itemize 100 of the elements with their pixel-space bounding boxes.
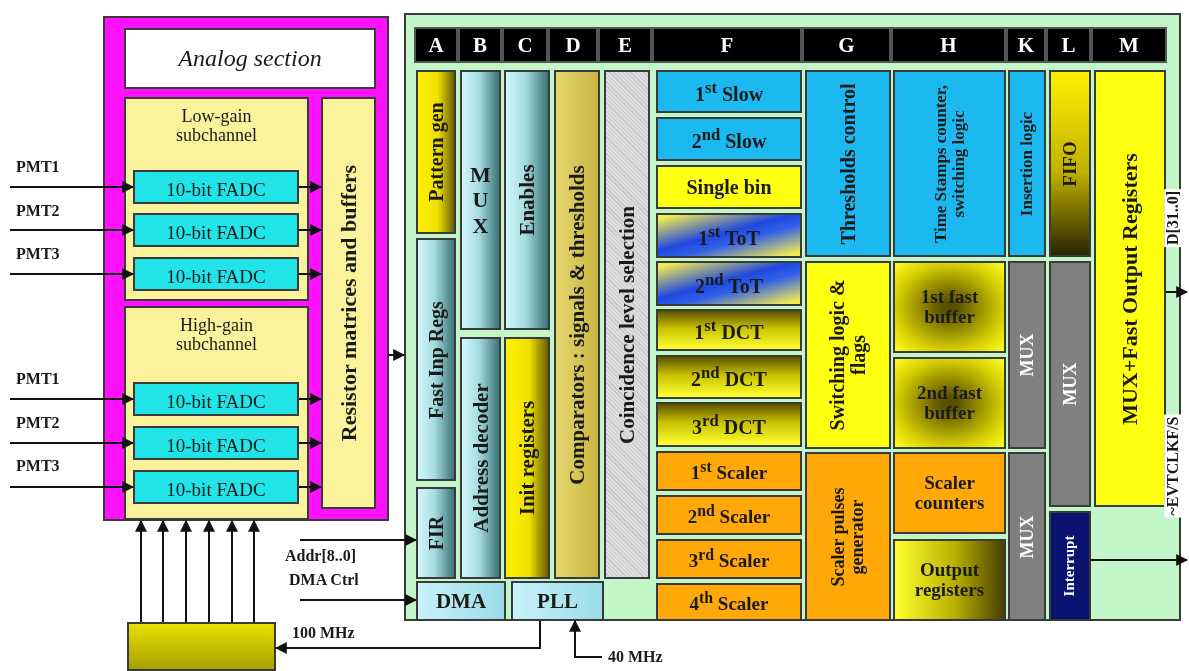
block-label: 2nd fast buffer [916,383,983,423]
block-label: MUX [469,162,492,238]
function-block [805,452,891,621]
function-block [893,70,1006,257]
column-letter: F [719,34,735,56]
arrow [203,519,215,623]
block-label: Fast Inp Regs [425,299,447,421]
function-block [554,70,600,579]
column-letter: L [1060,34,1077,56]
function-block [460,70,501,330]
arrow [298,481,323,493]
adc-block [133,470,299,504]
function-block [656,165,802,209]
function-block [1008,452,1046,621]
function-block [805,261,891,449]
arrow [388,349,406,361]
function-block [656,539,802,579]
arrow [298,393,323,405]
edge-label: D[31..0] [1164,188,1182,248]
arrow [299,534,418,546]
function-block [893,357,1006,449]
block-label: PLL [536,590,579,612]
function-block [511,581,604,621]
function-block [1049,70,1091,257]
resistor-buffer-block [321,97,376,509]
arrow [180,519,192,623]
block-label: Thresholds control [837,82,859,247]
block-label: Resistor matrices and buffers [336,163,361,444]
function-block [656,309,802,351]
function-block [656,355,802,399]
arrow [157,519,169,623]
column-letter: G [837,34,856,56]
column-letter: H [939,34,958,56]
function-block [416,70,456,234]
function-block [656,495,802,535]
column-header [548,27,598,63]
function-block [416,487,456,579]
arrow [9,181,135,193]
column-letter: C [516,34,534,56]
column-header [891,27,1006,63]
block-label: Low-gain subchannel [175,107,258,145]
function-block [656,261,802,306]
chip-box [127,622,276,671]
column-header [1046,27,1091,63]
logic-panel [404,13,1181,621]
block-label: MUX [1060,361,1080,408]
function-block [504,70,550,330]
function-block [504,337,550,579]
analog-board-panel [103,16,389,521]
edge-label: ~EVTCLKF/S [1164,414,1182,518]
function-block [1049,511,1091,621]
block-label: 3$^{rd}$ Scaler [687,546,771,572]
adc-block [133,382,299,416]
block-label: Init registers [516,399,538,518]
function-block [656,402,802,447]
block-label: 1$^{st}$ Slow [693,78,765,105]
arrow [248,519,260,623]
function-block [656,583,802,621]
arrow [1090,554,1189,566]
arrow [9,268,135,280]
arrow [226,519,238,623]
arrow [569,619,603,658]
block-label: Pattern gen [425,101,447,204]
block-label: 2$^{nd}$ ToT [694,270,764,297]
block-label: 10-bit FADC [165,392,267,412]
block-label: Time Stamps counter, switching logic [931,83,968,245]
function-block [416,238,456,481]
block-label: Output registers [913,560,986,600]
block-label: FIR [425,514,447,553]
adc-block [133,170,299,204]
block-label: Address decoder [469,382,492,535]
block-label: High-gain subchannel [175,316,258,354]
function-block [416,581,506,621]
arrow [1165,286,1189,298]
function-block [893,261,1006,353]
block-label: Analog section [176,45,323,72]
subchannel-box [124,97,309,301]
column-header [414,27,458,63]
block-label: Switching logic & flags [827,278,869,433]
function-block [656,117,802,161]
function-block [893,452,1006,534]
adc-block [133,426,299,460]
block-label: Single bin [685,176,773,198]
function-block [604,70,650,579]
block-label: Scaler pulses generator [829,485,867,589]
block-label: Insertion logic [1018,110,1036,218]
block-label: MUX [1017,514,1037,561]
block-label: 2$^{nd}$ Slow [690,126,768,152]
column-header [652,27,802,63]
block-label: 2$^{nd}$ DCT [690,364,768,390]
column-header [1006,27,1046,63]
block-label: MUX+Fast Output Registers [1118,151,1142,427]
column-header [598,27,652,63]
block-label: 2$^{nd}$ Scaler [686,502,772,528]
function-block [1008,70,1046,257]
block-label: FIFO [1060,139,1080,189]
column-letter: K [1016,34,1036,56]
column-letter: M [1118,34,1140,56]
arrow [298,181,323,193]
arrow [9,224,135,236]
